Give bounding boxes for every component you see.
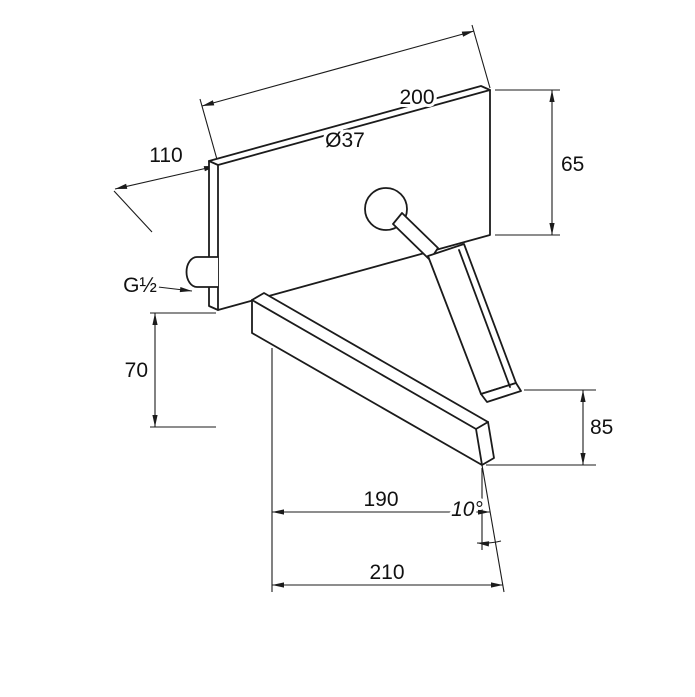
label-left-offset: 110 bbox=[149, 144, 182, 167]
extension-lines bbox=[113, 24, 596, 593]
wall-plate bbox=[208, 85, 491, 311]
handle-lever bbox=[427, 243, 517, 395]
label-outlet-angle: 10° bbox=[451, 498, 483, 521]
label-total-projection: 210 bbox=[369, 561, 404, 584]
label-escutcheon-diameter: Ø37 bbox=[325, 129, 365, 152]
label-plate-height: 65 bbox=[561, 153, 584, 176]
supply-pipe bbox=[185, 256, 219, 288]
dim-line-200 bbox=[201, 30, 475, 107]
leader-thread-g12 bbox=[157, 286, 193, 293]
label-spout-projection: 190 bbox=[363, 488, 398, 511]
angle-arc-10deg bbox=[476, 540, 502, 547]
dim-line-110 bbox=[114, 165, 217, 190]
handle-end-face bbox=[480, 382, 522, 403]
label-lower-offset: 70 bbox=[125, 359, 148, 382]
faucet-body bbox=[185, 85, 522, 466]
label-connection-thread: G½ bbox=[123, 274, 157, 297]
label-plate-width: 200 bbox=[399, 86, 434, 109]
label-handle-drop: 85 bbox=[590, 416, 613, 439]
spout-edges bbox=[251, 299, 489, 466]
spout bbox=[251, 292, 495, 466]
dimension-labels: 200 110 Ø37 65 G½ 70 85 190 10° 210 bbox=[120, 83, 616, 587]
dimension-lines bbox=[113, 24, 596, 593]
handle-detail-line bbox=[458, 249, 511, 388]
